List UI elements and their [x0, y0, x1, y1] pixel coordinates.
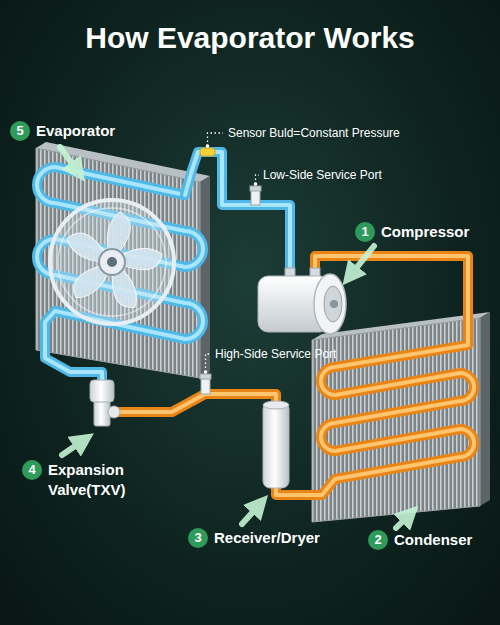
high-pressure-pipe [116, 256, 474, 495]
low-pressure-pipe [37, 167, 203, 380]
pointer-arrow [60, 147, 78, 172]
callout-number: 5 [10, 121, 30, 141]
compressor [324, 286, 342, 322]
pointer-arrow [350, 246, 374, 276]
evaporator-fan [63, 229, 118, 266]
component-name: Receiver/Dryer [214, 528, 320, 548]
receiver-dryer [263, 401, 289, 409]
compressor [258, 268, 346, 334]
expansion-valve [90, 380, 114, 402]
service-port [201, 378, 210, 394]
callout-number: 1 [355, 222, 375, 242]
expansion-valve [108, 406, 120, 418]
callout-number: 2 [368, 530, 388, 550]
leader-line [206, 354, 212, 372]
component-name: Evaporator [36, 121, 115, 141]
port-label: High-Side Service Port [215, 347, 336, 361]
service-port [251, 190, 260, 205]
leader-dot [204, 370, 208, 374]
component-label: 4 Expansion Valve(TXV) [22, 460, 152, 500]
component-label: 2 Condenser [368, 530, 472, 550]
leader-dot [254, 182, 258, 186]
receiver-dryer [263, 401, 289, 488]
component-name: Compressor [381, 222, 469, 242]
component-name: Expansion Valve(TXV) [48, 460, 152, 500]
pointer-arrow [396, 514, 410, 528]
component-label: 5 Evaporator [10, 121, 115, 141]
leader-dot [204, 144, 258, 374]
service-port [250, 186, 261, 191]
sensor-bulb [200, 148, 215, 156]
sensor-bulb [200, 148, 215, 156]
leader-line [206, 133, 260, 372]
leader-dot [206, 144, 210, 148]
evaporator-core [200, 176, 210, 378]
expansion-valve [90, 380, 120, 426]
diagram-title: How Evaporator Works [0, 20, 500, 56]
component-name: Condenser [394, 530, 472, 550]
service-port [200, 186, 261, 394]
callout-number: 3 [188, 528, 208, 548]
evaporator-fan [99, 249, 125, 275]
service-port [200, 374, 211, 379]
leader-line [208, 133, 224, 146]
component-label: 1 Compressor [355, 222, 469, 242]
evaporator-fan [50, 200, 174, 324]
port-label: Sensor Buld=Constant Pressure [228, 126, 400, 140]
low-pressure-pipe [37, 152, 290, 380]
compressor [314, 274, 346, 334]
pointer-arrow [242, 504, 260, 524]
receiver-dryer [263, 402, 289, 488]
callout-number: 4 [22, 460, 42, 480]
evaporator-fan [50, 200, 174, 324]
high-pressure-pipe [116, 394, 276, 412]
evaporator-fan [107, 257, 117, 267]
component-label: 3 Receiver/Dryer [188, 528, 320, 548]
port-label: Low-Side Service Port [263, 168, 382, 182]
compressor [330, 300, 338, 308]
condenser-core [480, 312, 490, 506]
pointer-arrow [62, 440, 84, 455]
evaporator-fan [58, 208, 166, 316]
high-pressure-pipe [116, 394, 276, 412]
low-pressure-pipe [37, 167, 203, 380]
